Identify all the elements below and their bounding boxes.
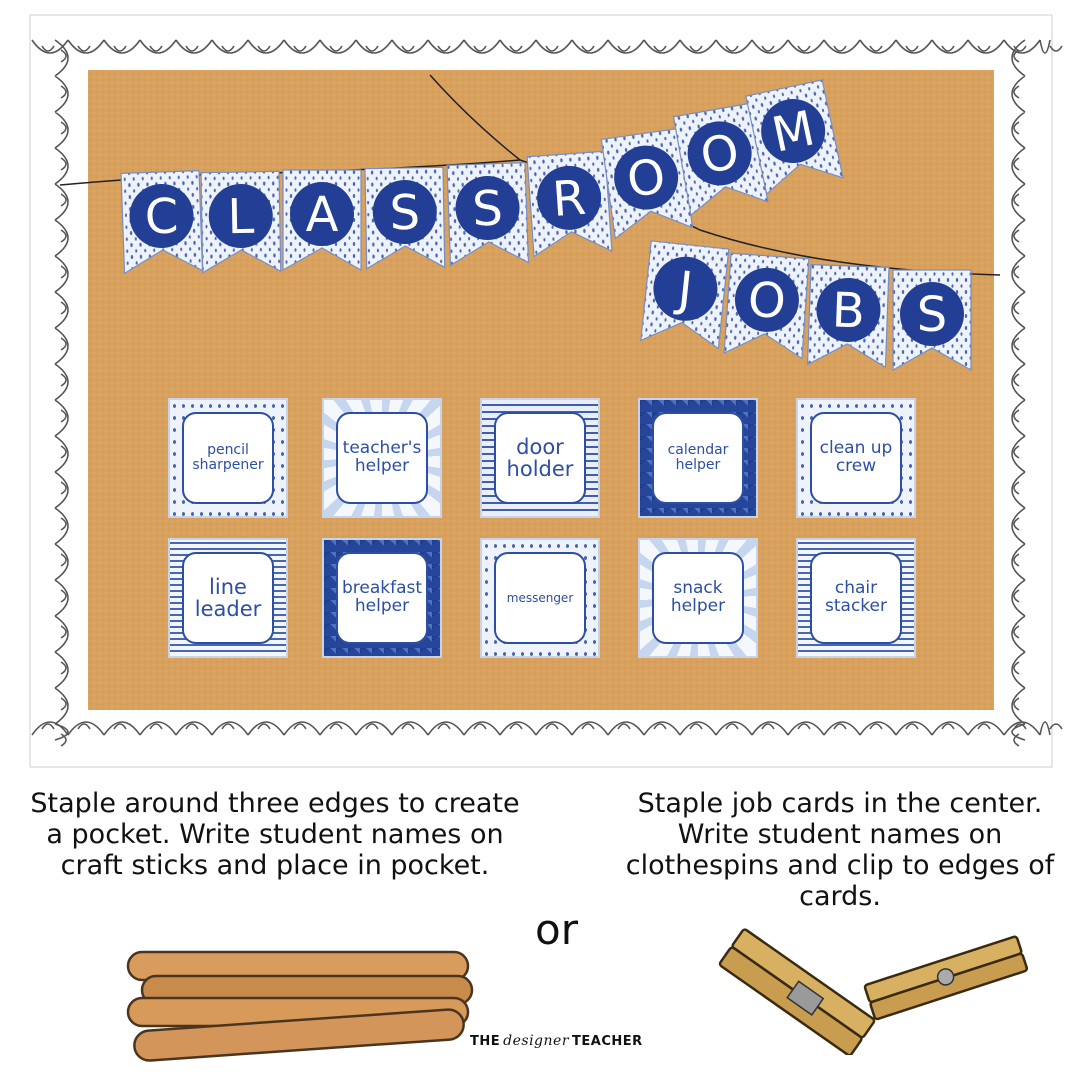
or-divider: or bbox=[535, 905, 578, 954]
job-card: teacher's helper bbox=[322, 398, 442, 518]
pennant-circle bbox=[653, 256, 718, 321]
job-card: pencil sharpener bbox=[168, 398, 288, 518]
job-card-label: calendar helper bbox=[667, 442, 729, 473]
banner-letter: S bbox=[389, 185, 420, 242]
banner-pennant: S bbox=[364, 166, 446, 270]
instruction-pocket: Staple around three edges to create a po… bbox=[30, 788, 520, 881]
job-card-label: pencil sharpener bbox=[192, 442, 264, 473]
job-card-label: snack helper bbox=[670, 578, 726, 616]
credit-suffix: TEACHER bbox=[572, 1034, 643, 1049]
scalloped-border bbox=[31, 39, 1063, 747]
banner-pennant: O bbox=[672, 102, 769, 217]
job-card-label: door holder bbox=[506, 434, 574, 481]
credit-prefix: THE bbox=[470, 1034, 501, 1049]
job-card: calendar helper bbox=[638, 398, 758, 518]
banner-pennant: R bbox=[526, 150, 613, 258]
pennant-circle bbox=[734, 267, 799, 332]
pennant-circle bbox=[208, 183, 273, 248]
job-card: line leader bbox=[168, 538, 288, 658]
banner-pennant: S bbox=[446, 162, 530, 267]
job-card-label: teacher's helper bbox=[342, 438, 422, 476]
pennant-circle bbox=[129, 183, 194, 248]
job-card-label: clean up crew bbox=[819, 438, 893, 476]
banner-letter: O bbox=[746, 272, 788, 330]
craft-sticks-illustration bbox=[126, 950, 474, 1062]
job-card-label: breakfast helper bbox=[341, 578, 423, 616]
job-cards-area: pencil sharpener teacher's helper door h… bbox=[168, 398, 916, 658]
banner-letter: O bbox=[624, 148, 669, 209]
job-card: breakfast helper bbox=[322, 538, 442, 658]
banner-pennant: C bbox=[120, 170, 204, 275]
banner-letter: B bbox=[831, 282, 866, 339]
banner-letter: S bbox=[471, 180, 503, 237]
credit-script: designer bbox=[503, 1033, 570, 1049]
pennant-circle bbox=[614, 145, 679, 210]
banner-letter: L bbox=[227, 189, 255, 245]
clothespins-illustration bbox=[718, 928, 1029, 1055]
instruction-clothespins: Staple job cards in the center. Write st… bbox=[625, 788, 1055, 912]
pennant-circle bbox=[455, 175, 520, 240]
pennant-circle bbox=[687, 121, 752, 186]
banner-letter: A bbox=[306, 187, 339, 243]
banner-pennant: O bbox=[600, 127, 694, 240]
job-card: messenger bbox=[480, 538, 600, 658]
pennant-circle bbox=[816, 277, 881, 342]
job-card: chair stacker bbox=[796, 538, 916, 658]
job-card-label: line leader bbox=[194, 574, 262, 621]
banner-pennant: M bbox=[745, 79, 844, 196]
banner-letter: C bbox=[144, 188, 179, 245]
banner-pennant: J bbox=[640, 240, 730, 350]
pennant-circle bbox=[900, 282, 964, 346]
banner-pennant: S bbox=[892, 269, 972, 372]
job-card: clean up crew bbox=[796, 398, 916, 518]
job-card: door holder bbox=[480, 398, 600, 518]
pennant-circle bbox=[537, 165, 602, 230]
banner-letter: S bbox=[917, 287, 947, 343]
pennant-circle bbox=[761, 99, 826, 164]
banner-pennant: O bbox=[723, 252, 810, 360]
job-card-label: messenger bbox=[506, 590, 574, 605]
banner-pennant: A bbox=[282, 169, 362, 272]
banner-pennant: L bbox=[200, 170, 282, 274]
pennant-circle bbox=[372, 179, 437, 244]
banner-letter: R bbox=[551, 170, 588, 228]
banner-pennant: B bbox=[806, 264, 890, 369]
job-card: snack helper bbox=[638, 538, 758, 658]
pennant-circle bbox=[290, 182, 354, 246]
job-card-label: chair stacker bbox=[825, 578, 887, 616]
